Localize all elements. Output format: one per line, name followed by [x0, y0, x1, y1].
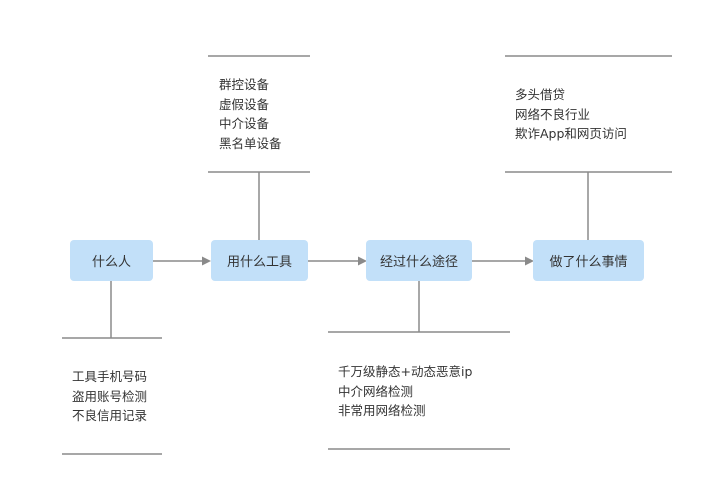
note-path-line: 中介网络检测	[338, 383, 414, 399]
note-who-line: 工具手机号码	[72, 369, 148, 384]
node-who-label: 什么人	[91, 255, 131, 270]
note-who-line: 盗用账号检测	[72, 388, 148, 404]
note-tools-line: 黑名单设备	[219, 135, 282, 151]
node-tools-label: 用什么工具	[226, 255, 292, 270]
arrow-1-head	[202, 256, 211, 266]
arrow-2-head	[358, 256, 367, 266]
note-actions-line: 多头借贷	[515, 87, 566, 102]
note-who: 工具手机号码 盗用账号检测 不良信用记录	[72, 367, 147, 426]
note-path-line: 千万级静态+动态恶意ip	[338, 364, 473, 379]
node-actions: 做了什么事情	[533, 240, 644, 281]
node-path: 经过什么途径	[366, 240, 472, 281]
node-path-label: 经过什么途径	[379, 255, 458, 270]
note-actions-line: 欺诈App和网页访问	[515, 126, 627, 141]
note-actions: 多头借贷 网络不良行业 欺诈App和网页访问	[515, 85, 627, 144]
note-actions-line: 网络不良行业	[515, 106, 591, 122]
arrow-3-head	[525, 256, 534, 266]
note-tools: 群控设备 虚假设备 中介设备 黑名单设备	[219, 75, 282, 153]
node-tools: 用什么工具	[211, 240, 308, 281]
node-actions-label: 做了什么事情	[549, 255, 628, 270]
note-who-line: 不良信用记录	[72, 408, 148, 423]
note-tools-line: 中介设备	[219, 116, 270, 131]
note-tools-line: 虚假设备	[219, 96, 270, 112]
note-tools-line: 群控设备	[219, 77, 270, 92]
node-who: 什么人	[70, 240, 153, 281]
note-path: 千万级静态+动态恶意ip 中介网络检测 非常用网络检测	[338, 362, 472, 421]
note-path-line: 非常用网络检测	[338, 403, 426, 418]
